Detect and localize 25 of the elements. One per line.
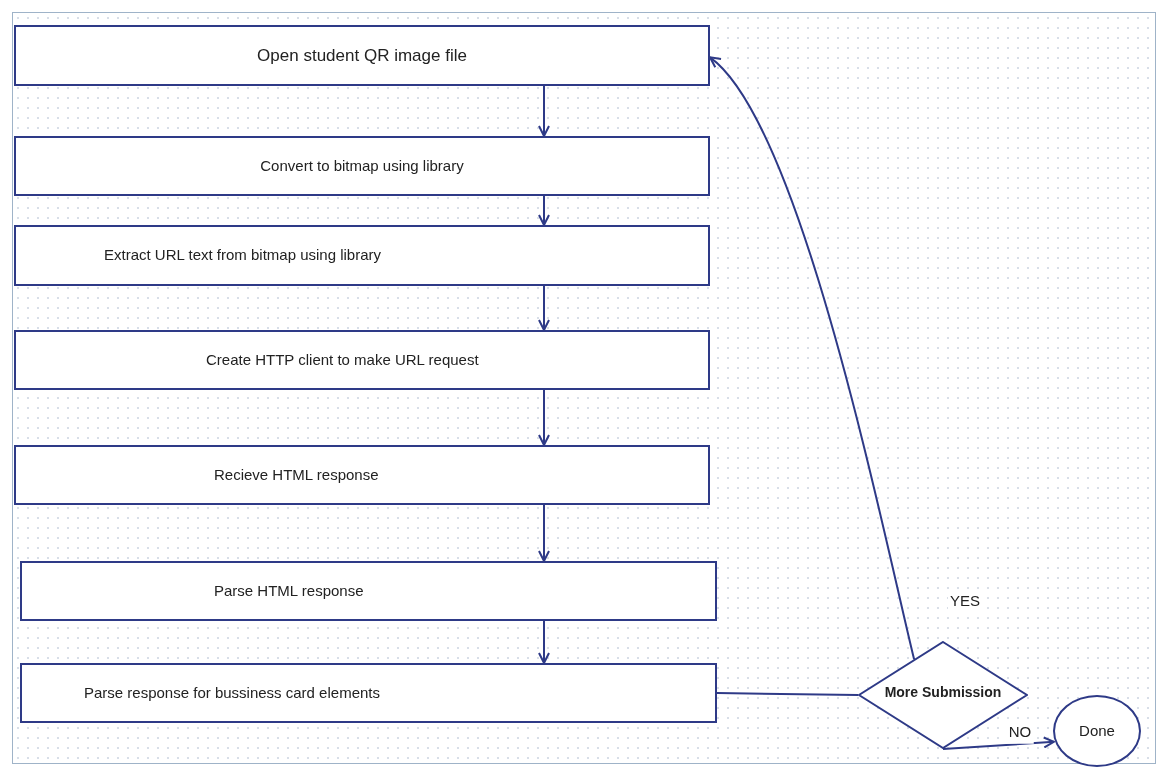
process-box bbox=[14, 445, 710, 505]
process-text: Parse HTML response bbox=[214, 580, 364, 601]
process-text: Convert to bitmap using library bbox=[260, 155, 464, 176]
connector-line bbox=[716, 692, 859, 696]
process-text: Open student QR image file bbox=[257, 44, 467, 67]
process-text: Parse response for bussiness card elements bbox=[84, 682, 380, 703]
process-box bbox=[14, 136, 710, 196]
arrow bbox=[538, 504, 550, 562]
arrow bbox=[538, 195, 550, 226]
process-box bbox=[14, 25, 710, 86]
process-box bbox=[14, 330, 710, 390]
arrow bbox=[709, 56, 916, 661]
arrow bbox=[538, 389, 550, 446]
end-text: Done bbox=[1079, 720, 1115, 741]
arrow bbox=[538, 285, 550, 331]
decision-text: More Submission bbox=[884, 682, 1002, 702]
process-box bbox=[20, 663, 717, 723]
arrow bbox=[538, 620, 550, 664]
process-box bbox=[20, 561, 717, 621]
process-text: Recieve HTML response bbox=[214, 464, 379, 485]
end-circle bbox=[1053, 695, 1141, 767]
arrow bbox=[538, 85, 550, 137]
process-text: Create HTTP client to make URL request bbox=[206, 349, 479, 370]
process-text: Extract URL text from bitmap using library bbox=[104, 245, 382, 266]
process-box bbox=[14, 225, 710, 286]
